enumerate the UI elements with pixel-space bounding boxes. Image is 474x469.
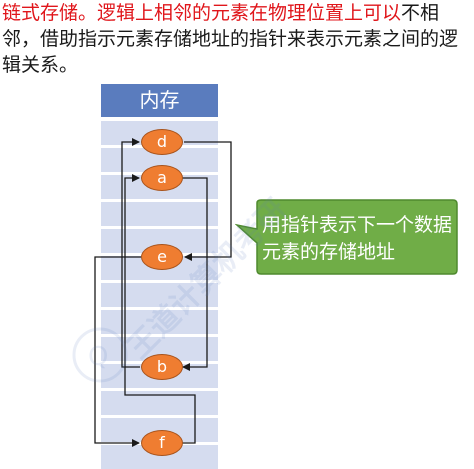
intro-text: 链式存储。逻辑上相邻的元素在物理位置上可以不相邻，借助指示元素存储地址的指针来表…	[2, 0, 470, 78]
arrow-b-to-d	[121, 138, 140, 368]
arrow-a-to-b	[182, 177, 208, 371]
memory-cell	[101, 202, 218, 226]
memory-title: 内存	[101, 84, 218, 117]
intro-rest: 不相邻，借助指示元素存储地址的指针来表示元素之间的逻辑关系。	[2, 2, 459, 76]
node-e: e	[141, 244, 183, 270]
node-b: b	[141, 354, 183, 380]
callout-text: 用指针表示下一个数据元素的存储地址	[262, 214, 453, 263]
arrow-d-to-e	[184, 141, 232, 261]
node-f: f	[141, 430, 183, 456]
callout-shape	[235, 199, 458, 275]
arrow-e-to-f	[94, 256, 141, 447]
arrow-f-to-a	[124, 174, 196, 444]
intro-highlight: 链式存储。逻辑上相邻的元素在物理位置上可以	[2, 2, 402, 24]
memory-cell	[101, 310, 218, 334]
memory-block: 内存	[101, 84, 218, 469]
callout-bubble: 用指针表示下一个数据元素的存储地址	[235, 199, 460, 275]
node-d: d	[141, 129, 183, 155]
node-a: a	[141, 165, 183, 191]
memory-cell	[101, 283, 218, 307]
